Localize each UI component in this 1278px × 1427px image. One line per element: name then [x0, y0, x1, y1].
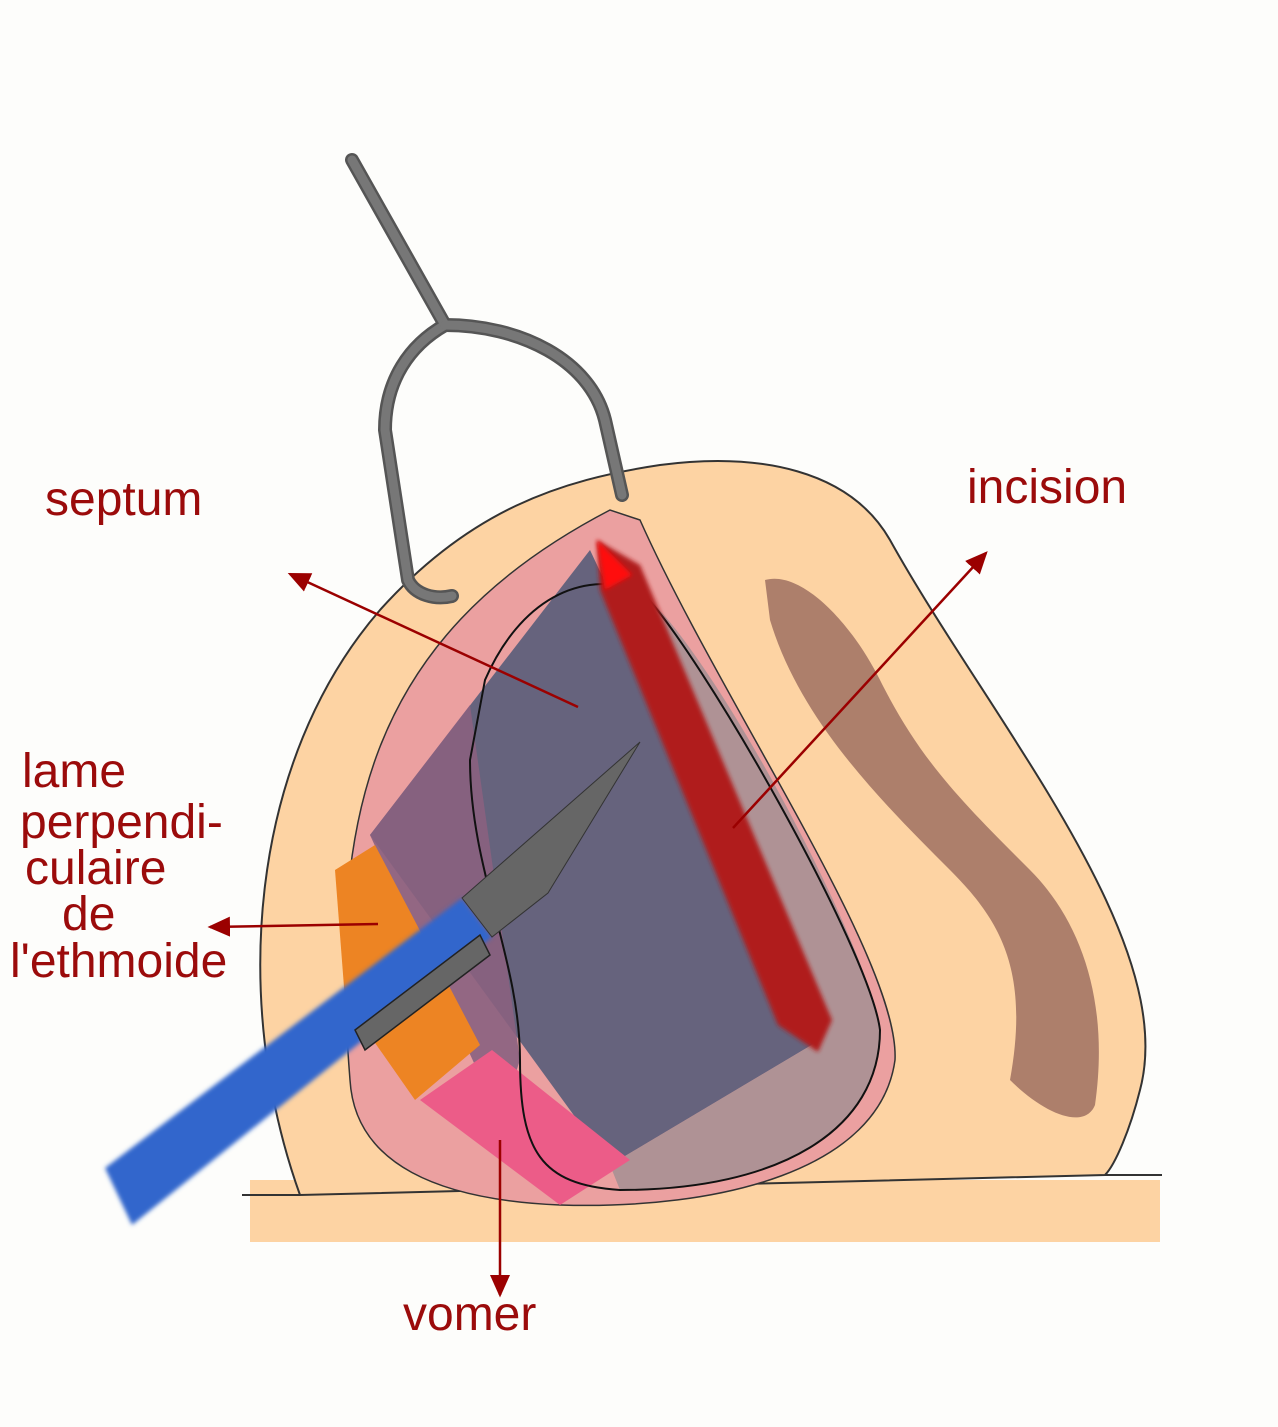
vomer-bone: [420, 1050, 630, 1205]
incision-tip: [597, 540, 632, 590]
base-line: [242, 1174, 1162, 1196]
septum-pale-region: [610, 590, 880, 1190]
septum-arrow: [287, 572, 579, 709]
nostril-shape: [765, 578, 1099, 1118]
label-lame-1: lame: [22, 745, 126, 798]
incision-mark: [597, 540, 832, 1052]
label-lame-3: culaire: [25, 842, 166, 895]
scalpel-icon: [105, 741, 641, 1225]
label-vomer: vomer: [403, 1288, 536, 1341]
label-lame-5: l'ethmoide: [10, 935, 227, 988]
septum-cartilage: [370, 550, 820, 1165]
label-lame-2: perpendi-: [20, 796, 223, 849]
label-lame-4: de: [62, 888, 115, 941]
ethmoid-arrow: [207, 916, 379, 937]
incision-arrow: [732, 551, 988, 829]
label-septum: septum: [45, 473, 202, 526]
label-incision: incision: [967, 461, 1127, 514]
